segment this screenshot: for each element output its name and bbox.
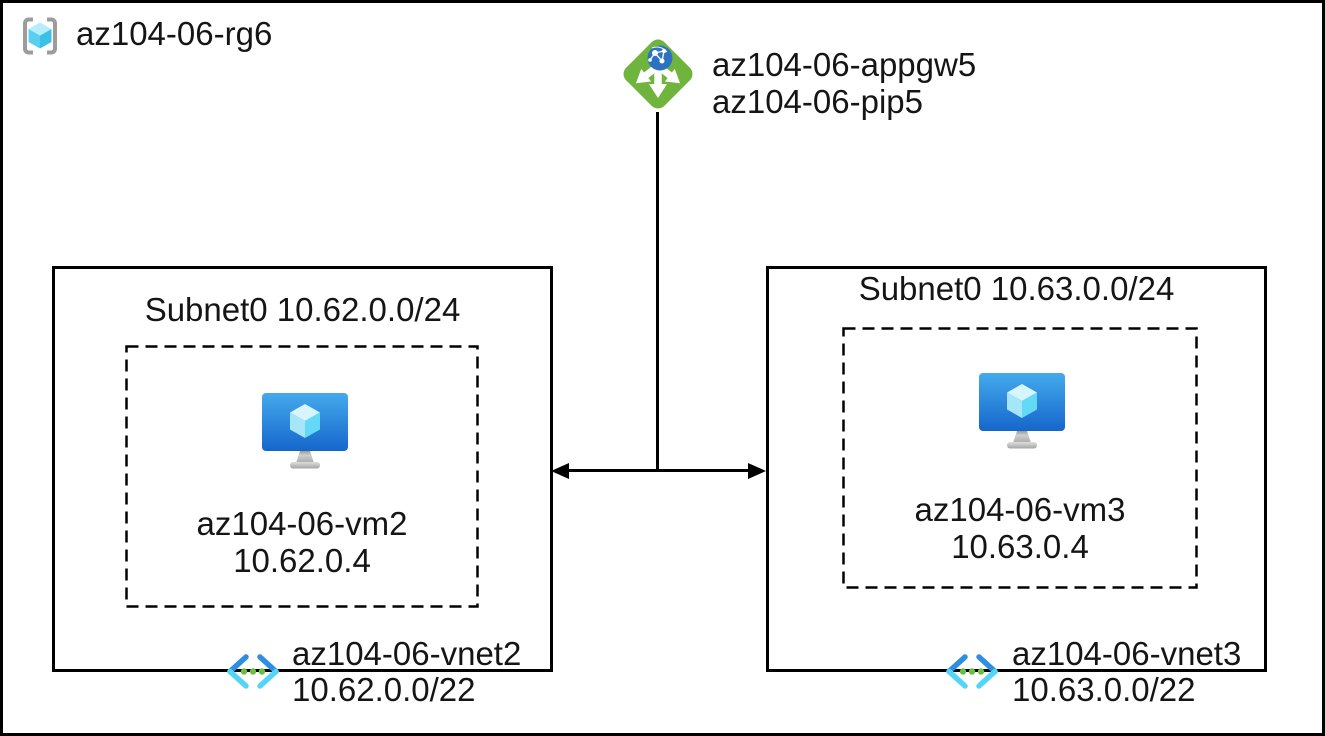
gateway-connector-line: [656, 112, 659, 470]
subnet0-dashed-box-vnet2: [125, 345, 479, 608]
vm3-labels: az104-06-vm3 10.63.0.4: [842, 491, 1198, 565]
virtual-machine-icon-vm3: [979, 373, 1065, 449]
vnet-name-label: az104-06-vnet3: [1012, 635, 1242, 672]
peering-connector-line: [566, 469, 750, 472]
vnet2-labels: az104-06-vnet2 10.62.0.0/22: [292, 636, 521, 707]
vm-name-label: az104-06-vm3: [914, 491, 1126, 528]
vnet-name-label: az104-06-vnet2: [292, 635, 522, 672]
vm-ip-label: 10.63.0.4: [951, 527, 1089, 565]
resource-group-icon: [23, 17, 57, 55]
virtual-machine-icon-vm2: [262, 393, 348, 469]
subnet-label-vnet3: Subnet0 10.63.0.0/24: [858, 270, 1175, 307]
application-gateway-icon: [623, 39, 693, 109]
app-gateway-name-label: az104-06-appgw5: [712, 46, 977, 83]
vm-name-label: az104-06-vm2: [196, 505, 408, 542]
arrow-left-head-icon: [551, 462, 569, 479]
subnet-label-vnet2: Subnet0 10.62.0.0/24: [144, 291, 461, 328]
vnet3-labels: az104-06-vnet3 10.63.0.0/22: [1012, 636, 1241, 707]
vm2-labels: az104-06-vm2 10.62.0.4: [125, 505, 479, 579]
subnet0-dashed-box-vnet3: [842, 327, 1198, 589]
resource-group-label: az104-06-rg6: [76, 15, 273, 52]
public-ip-label: az104-06-pip5: [712, 82, 923, 120]
app-gateway-labels: az104-06-appgw5 az104-06-pip5: [712, 46, 977, 120]
arrow-right-head-icon: [748, 462, 766, 479]
vnet-cidr-label: 10.62.0.0/22: [292, 670, 476, 708]
vnet3-box: [766, 266, 1267, 672]
vnet2-box: [52, 266, 553, 672]
virtual-network-icon-vnet2: [227, 654, 279, 689]
vm-ip-label: 10.62.0.4: [233, 541, 371, 579]
virtual-network-icon-vnet3: [946, 654, 998, 689]
vnet-cidr-label: 10.63.0.0/22: [1012, 670, 1196, 708]
